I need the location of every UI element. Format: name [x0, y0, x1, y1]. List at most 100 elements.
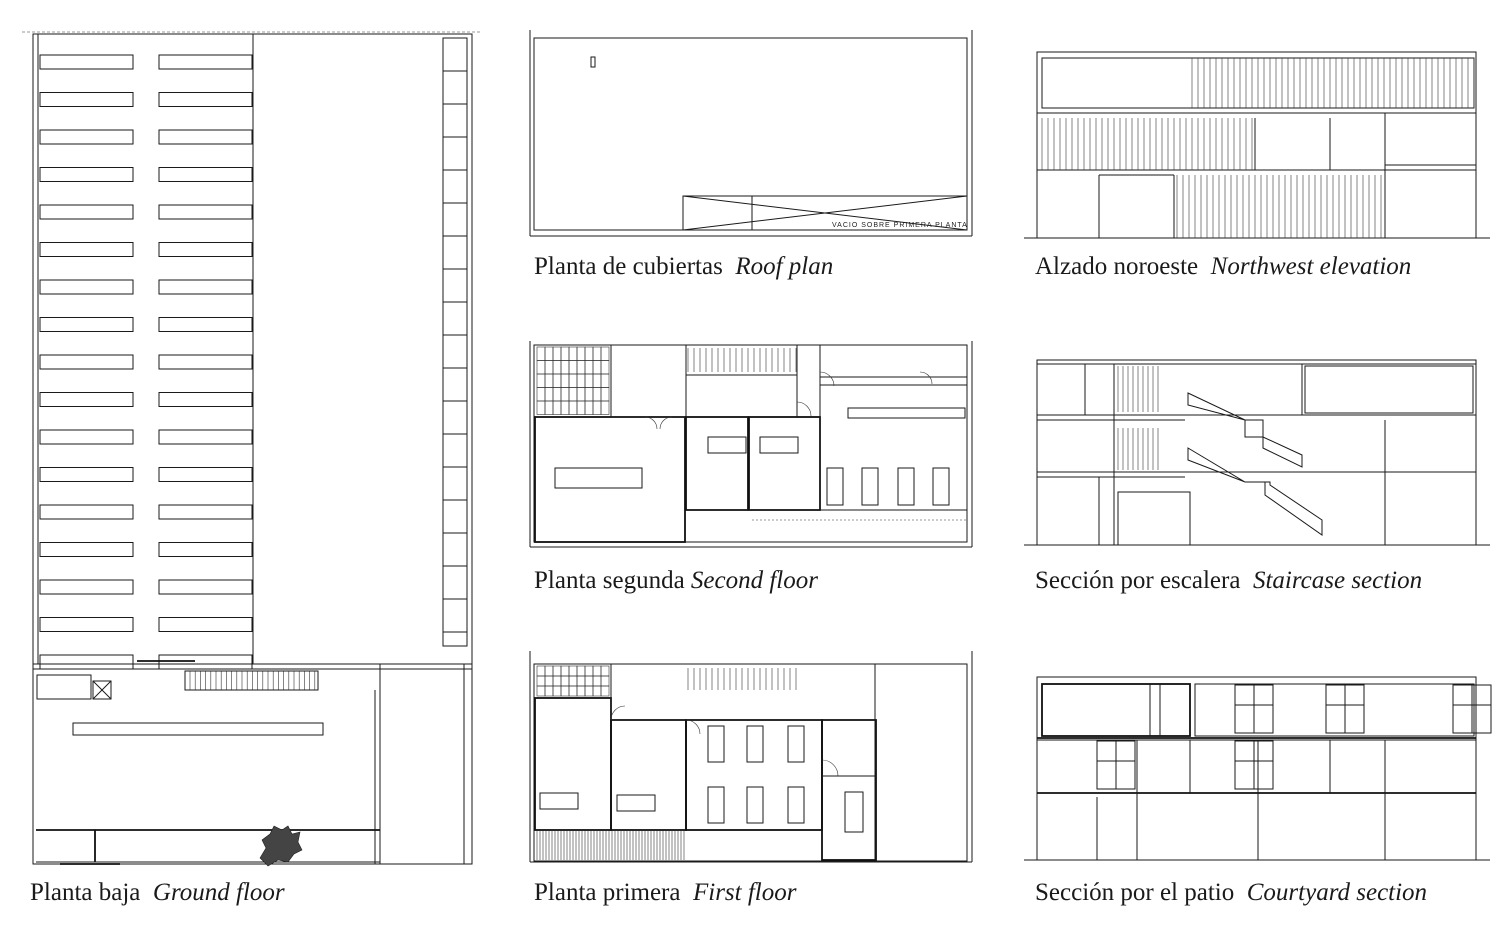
caption-en: First floor: [692, 879, 797, 906]
floor-tile: [584, 675, 594, 687]
floor-tile: [568, 675, 578, 687]
floor-tile: [552, 360, 562, 375]
parking-stall: [39, 617, 134, 632]
caption-en: Second floor: [690, 567, 818, 594]
caption-es: Sección por escalera: [1035, 567, 1241, 594]
parking-stall: [158, 354, 253, 370]
caption-ground-floor: Planta baja Ground floor: [30, 878, 285, 908]
floor-tile: [584, 387, 594, 402]
floor-tile: [544, 685, 554, 697]
tree-icon: [259, 825, 303, 867]
parking-stall: [158, 242, 253, 257]
floor-tile: [544, 400, 554, 415]
floor-tile: [552, 665, 562, 677]
floor-tile: [544, 665, 554, 677]
floor-tile: [600, 685, 610, 697]
caption-roof-plan: Planta de cubiertas Roof plan: [534, 252, 833, 282]
floor-tile: [552, 675, 562, 687]
parking-stall: [39, 129, 134, 145]
floor-tile: [592, 665, 602, 677]
parking-stall: [158, 579, 253, 595]
floor-tile: [592, 373, 602, 388]
floor-tile: [576, 387, 586, 402]
floor-tile: [560, 360, 570, 375]
parking-stall: [39, 504, 134, 520]
floor-tile: [560, 675, 570, 687]
roof-void-note: VACIO SOBRE PRIMERA PLANTA: [832, 222, 968, 229]
parking-stall: [39, 92, 134, 107]
parking-stall: [39, 54, 134, 70]
caption-courtyard-section: Sección por el patio Courtyard section: [1035, 878, 1427, 908]
floor-tile: [584, 346, 594, 361]
floor-tile: [576, 346, 586, 361]
parking-stall: [158, 467, 253, 482]
floor-tile: [568, 360, 578, 375]
floor-tile: [536, 685, 546, 697]
floor-tile: [576, 665, 586, 677]
parking-stall: [158, 129, 253, 145]
floor-tile: [536, 360, 546, 375]
floor-tile: [568, 387, 578, 402]
floor-tile: [560, 346, 570, 361]
floor-tile: [560, 387, 570, 402]
floor-tile: [592, 387, 602, 402]
floor-tile: [584, 685, 594, 697]
caption-second-floor: Planta segunda Second floor: [534, 566, 818, 596]
floor-tile: [592, 346, 602, 361]
floor-tile: [544, 675, 554, 687]
parking-stall: [39, 279, 134, 295]
caption-es: Planta de cubiertas: [534, 253, 723, 280]
parking-stall: [39, 429, 134, 445]
caption-en: Courtyard section: [1246, 879, 1428, 906]
caption-first-floor: Planta primera First floor: [534, 878, 796, 908]
floor-tile: [552, 400, 562, 415]
parking-stall: [158, 542, 253, 557]
floor-tile: [552, 346, 562, 361]
floor-tile: [552, 387, 562, 402]
caption-es: Planta baja: [30, 879, 141, 906]
parking-stall: [158, 392, 253, 407]
floor-tile: [568, 665, 578, 677]
floor-tile: [544, 387, 554, 402]
parking-stall: [158, 54, 253, 70]
floor-tile: [576, 360, 586, 375]
floor-tile: [568, 685, 578, 697]
parking-stall: [158, 617, 253, 632]
caption-es: Planta primera: [534, 879, 681, 906]
floor-tile: [576, 685, 586, 697]
floor-tile: [544, 346, 554, 361]
floor-tile: [592, 400, 602, 415]
parking-stall: [158, 429, 253, 445]
parking-stall: [158, 204, 253, 220]
stair-outline: [184, 670, 319, 691]
parking-stall: [39, 317, 134, 332]
parking-stall: [39, 467, 134, 482]
parking-stall: [39, 542, 134, 557]
floor-tile: [600, 665, 610, 677]
ground-floor-plan: [22, 31, 480, 867]
courtyard-section: [1024, 676, 1492, 861]
caption-staircase-section: Sección por escalera Staircase section: [1035, 566, 1422, 596]
parking-stall: [39, 354, 134, 370]
floor-tile: [592, 360, 602, 375]
floor-tile: [584, 360, 594, 375]
floor-tile: [600, 346, 610, 361]
floor-tile: [552, 373, 562, 388]
floor-tile: [568, 400, 578, 415]
ramp-outline: [442, 37, 468, 647]
parking-stall: [39, 579, 134, 595]
parking-stall: [158, 167, 253, 182]
parking-stall: [158, 654, 253, 670]
parking-stall: [39, 204, 134, 220]
floor-tile: [544, 373, 554, 388]
floor-tile: [568, 373, 578, 388]
floor-tile: [600, 400, 610, 415]
floor-tile: [536, 346, 546, 361]
floor-tile: [544, 360, 554, 375]
floor-tile: [576, 675, 586, 687]
parking-stall: [39, 242, 134, 257]
floor-tile: [592, 675, 602, 687]
floor-tile: [600, 387, 610, 402]
parking-stall: [39, 654, 134, 670]
